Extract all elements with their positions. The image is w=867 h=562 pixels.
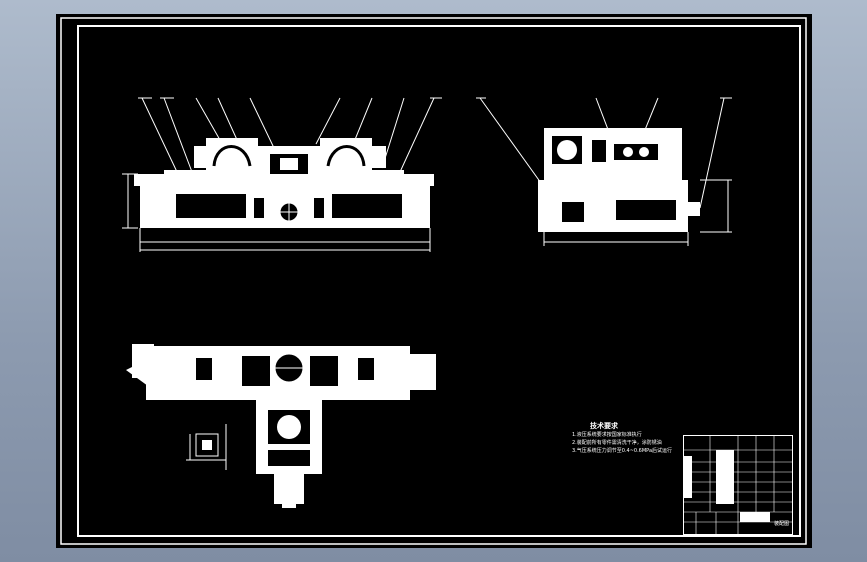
side-view [476, 97, 732, 246]
title-block-grid [683, 435, 793, 535]
front-view [122, 97, 442, 252]
technical-requirements: 技术要求 1.液压系统要求按国家标准执行 2.装配前所有零件需清洗干净，涂防锈油… [572, 422, 672, 455]
title-block: 装配图 [683, 435, 793, 535]
tech-notes-title: 技术要求 [590, 422, 618, 430]
drawing-name: 装配图 [773, 521, 789, 527]
inner-frame [77, 25, 801, 537]
tech-note-item: 2.装配前所有零件需清洗干净，涂防锈油 [572, 440, 662, 446]
tech-note-item: 1.液压系统要求按国家标准执行 [572, 432, 642, 438]
assembly-drawing [60, 17, 807, 545]
tech-note-item: 3.气压系统压力调节至0.4~0.6MPa后试运行 [572, 448, 673, 454]
cad-viewport[interactable]: 技术要求 1.液压系统要求按国家标准执行 2.装配前所有零件需清洗干净，涂防锈油… [56, 14, 812, 548]
outer-frame [60, 17, 807, 545]
top-view [126, 344, 436, 508]
